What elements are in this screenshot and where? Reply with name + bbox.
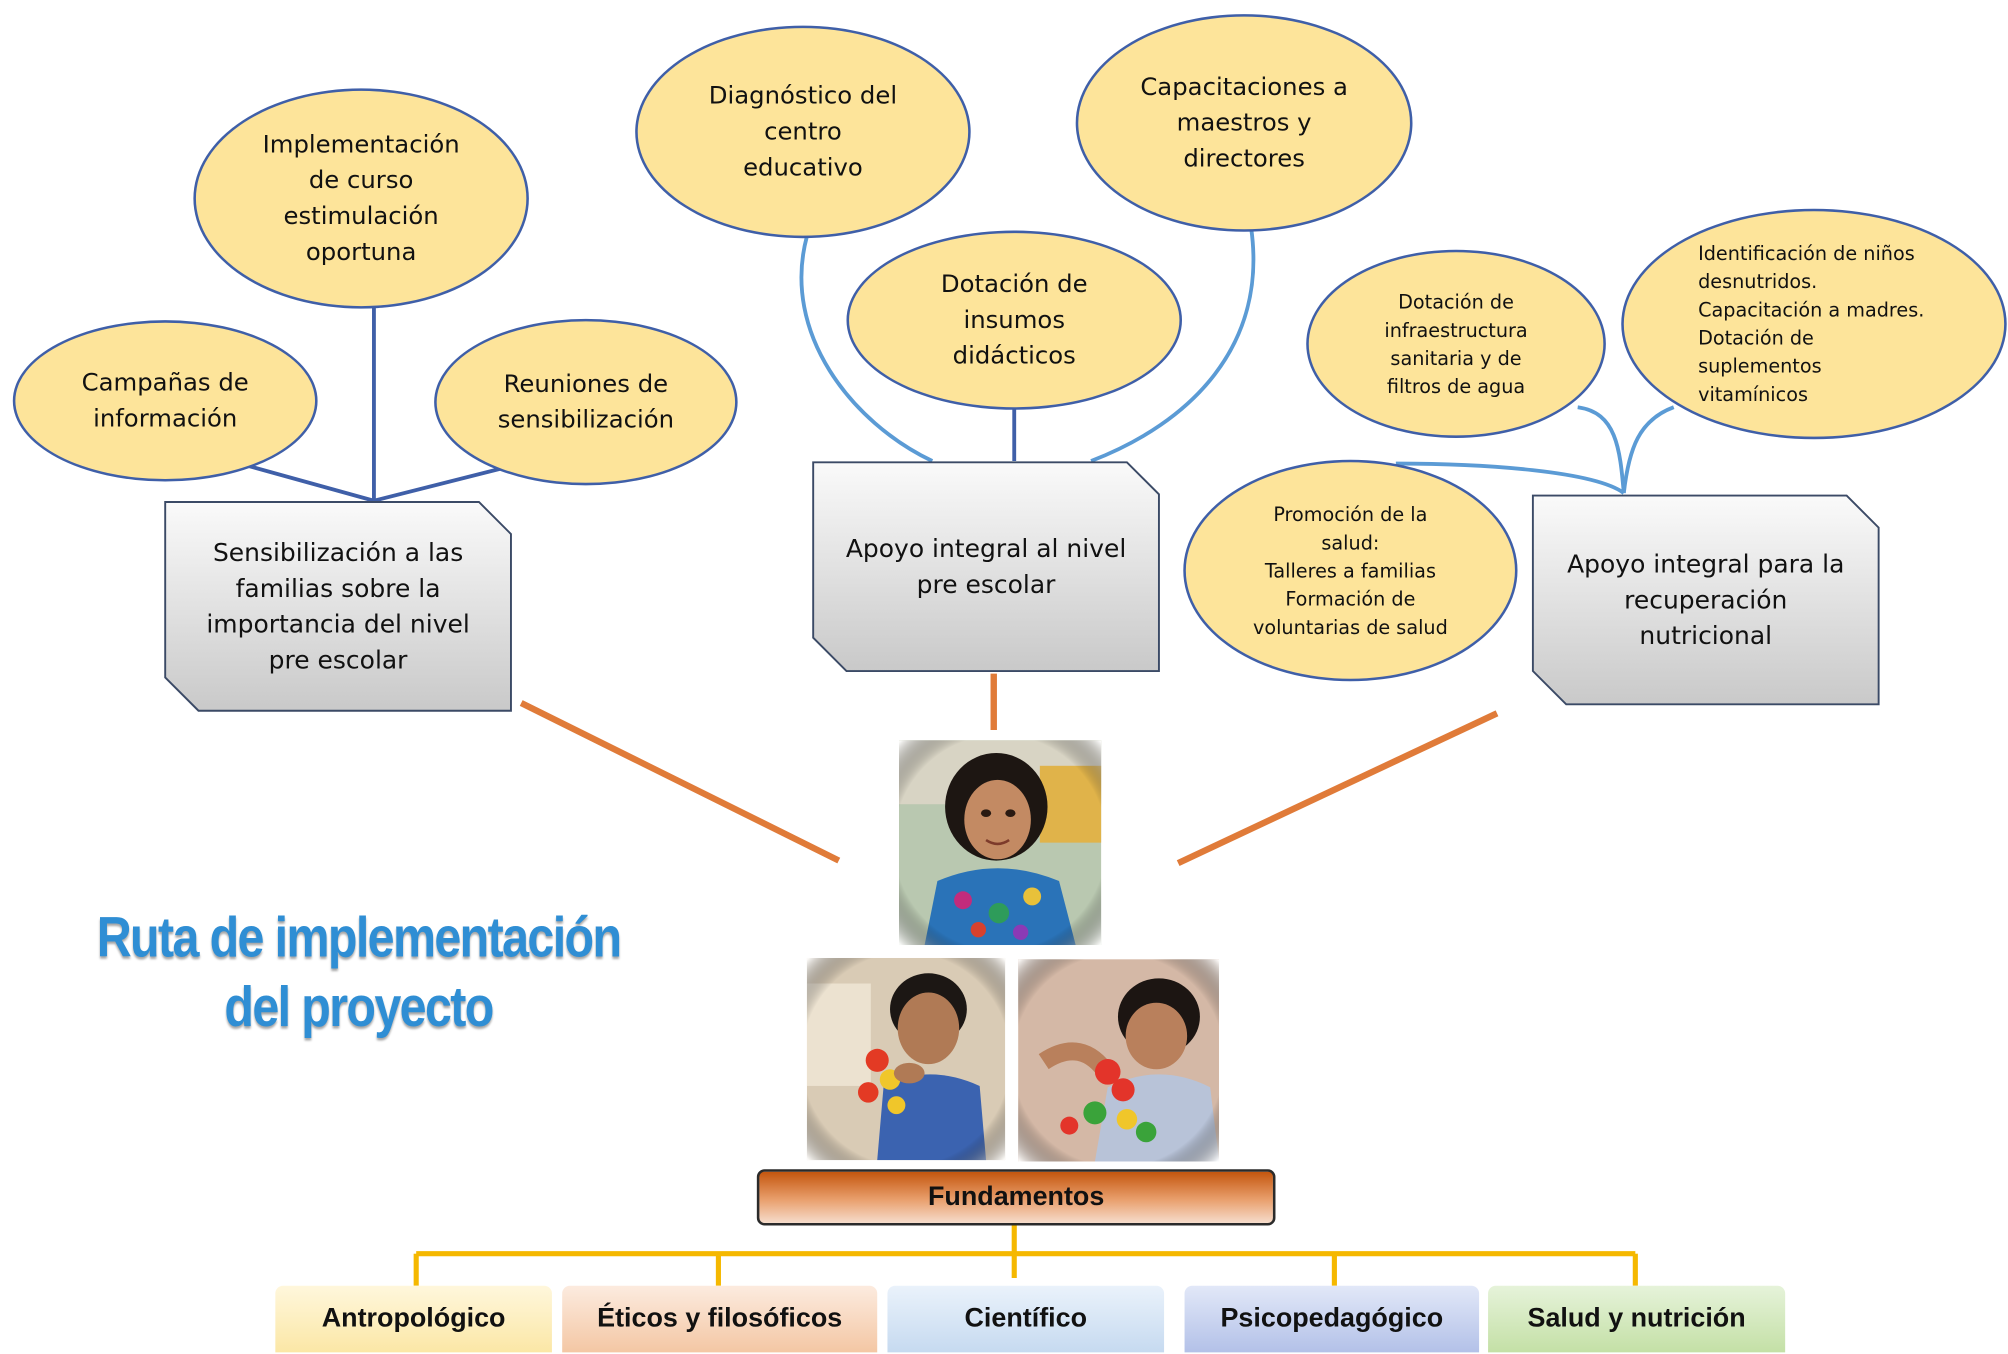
category-antropologico: Antropológico [275, 1285, 552, 1353]
connector-infraestructura [1577, 405, 1626, 494]
box-label: Apoyo integral para la recuperación nutr… [1567, 548, 1845, 650]
connector-capacitaciones [1090, 227, 1256, 463]
connector-campanas [229, 459, 375, 503]
girl-smiling-photo [898, 740, 1102, 946]
ellipse-label: Campañas de información [81, 368, 249, 433]
ellipse-label: Identificación de niños desnutridos. Cap… [1698, 242, 1925, 406]
boy-with-toy-photo [806, 957, 1006, 1161]
category-psicopedagogico: Psicopedagógico [1184, 1285, 1480, 1353]
connector-reuniones [373, 465, 507, 503]
box-preescolar: Apoyo integral al nivel pre escolar [812, 461, 1160, 672]
ellipse-dotacion: Dotación de insumos didácticos [846, 230, 1182, 410]
category-cientifico: Científico [887, 1285, 1165, 1353]
category-salud: Salud y nutrición [1488, 1285, 1786, 1353]
ellipse-label: Implementación de curso estimulación opo… [262, 130, 460, 267]
box-label: Apoyo integral al nivel pre escolar [845, 533, 1127, 599]
ellipse-identificacion: Identificación de niños desnutridos. Cap… [1621, 208, 2007, 440]
box-nutricion: Apoyo integral para la recuperación nutr… [1531, 494, 1880, 706]
connector-orange-right [1176, 710, 1499, 867]
ellipse-campanas: Campañas de información [12, 320, 318, 482]
ellipse-label: Promoción de la salud: Talleres a famili… [1252, 502, 1448, 639]
box-sensibilizacion: Sensibilización a las familias sobre la … [164, 501, 512, 712]
ellipse-curso: Implementación de curso estimulación opo… [193, 88, 529, 309]
connector-promocion [1395, 461, 1625, 495]
ellipse-label: Dotación de infraestructura sanitaria y … [1384, 290, 1528, 398]
ellipse-reuniones: Reuniones de sensibilización [434, 318, 738, 486]
page-title: Ruta de implementación del proyecto [94, 904, 623, 1042]
ellipse-capacitaciones: Capacitaciones a maestros y directores [1075, 14, 1413, 232]
ellipse-promocion: Promoción de la salud: Talleres a famili… [1183, 459, 1518, 682]
connector-orange-left [519, 700, 841, 864]
box-shape [812, 461, 1160, 672]
box-label: Sensibilización a las familias sobre la … [206, 537, 470, 675]
fundamentos-box: Fundamentos [756, 1169, 1276, 1226]
ellipse-label: Dotación de insumos didácticos [940, 270, 1088, 371]
box-shape [1531, 494, 1880, 706]
ellipse-label: Reuniones de sensibilización [497, 370, 675, 435]
ellipse-label: Capacitaciones a maestros y directores [1140, 72, 1348, 173]
connector-identificacion [1621, 405, 1675, 494]
title-line-2: del proyecto [224, 975, 494, 1039]
ellipse-infraestructura: Dotación de infraestructura sanitaria y … [1306, 249, 1606, 438]
category-eticos: Éticos y filosóficos [562, 1285, 878, 1353]
connector-diagnostico [799, 236, 934, 463]
ellipse-diagnostico: Diagnóstico del centro educativo [635, 25, 971, 239]
title-line-1: Ruta de implementación [96, 906, 622, 970]
girl-with-toy-photo [1018, 959, 1220, 1162]
box-shape [164, 501, 512, 712]
ellipse-label: Diagnóstico del centro educativo [708, 81, 898, 182]
